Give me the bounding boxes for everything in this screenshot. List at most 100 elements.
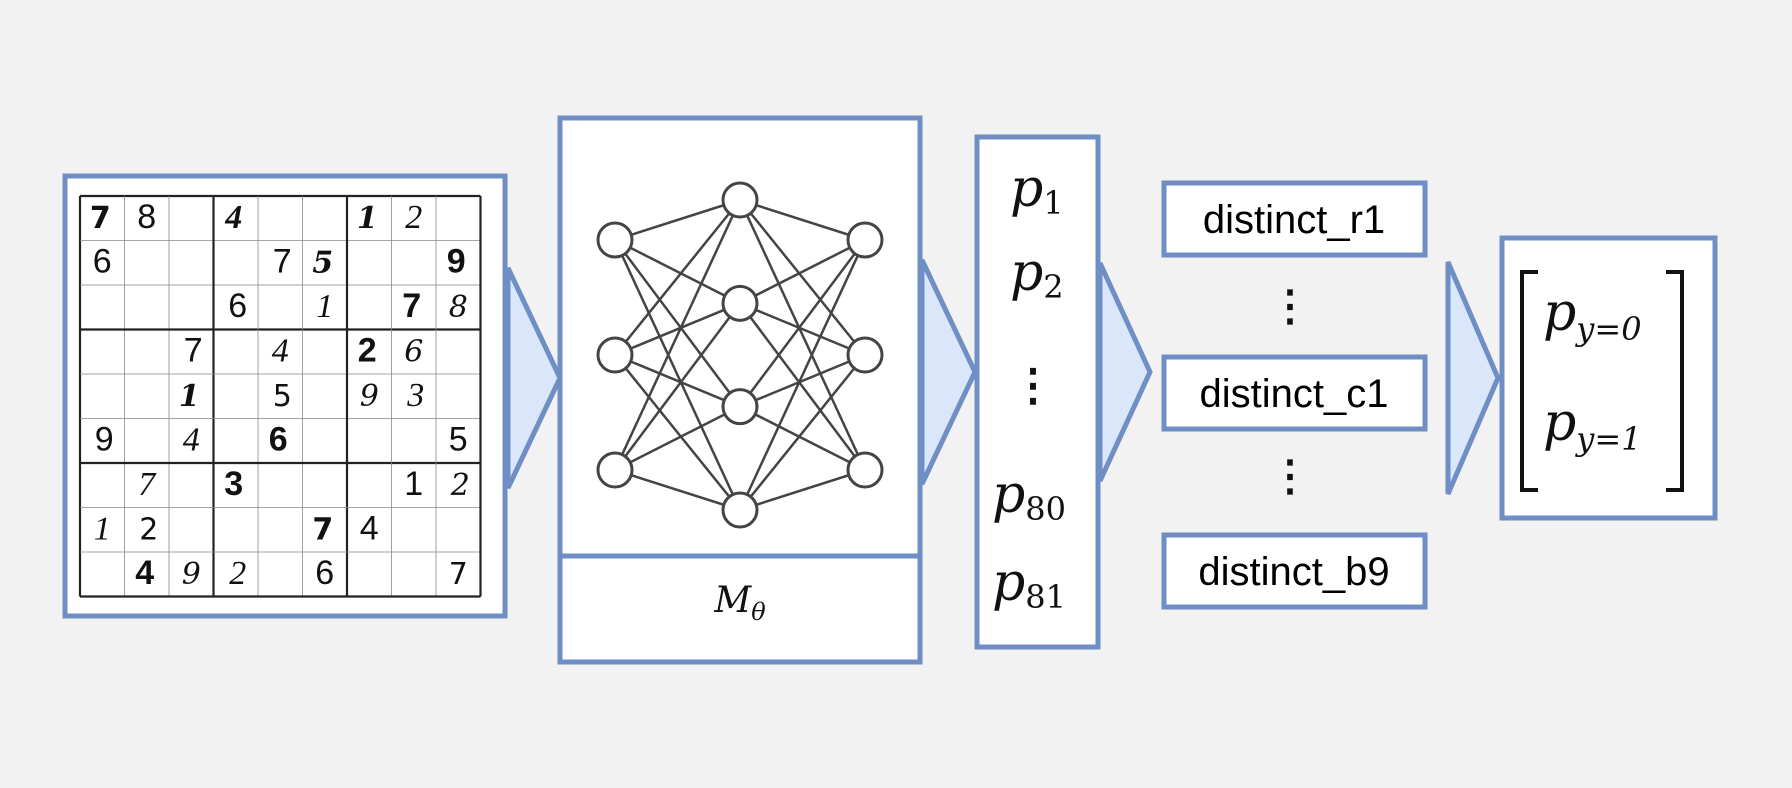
sudoku-digit: 5 [449, 421, 468, 459]
neural-network-icon [596, 181, 884, 529]
constraint-ellipsis-1: ⋮ [1269, 282, 1311, 329]
sudoku-digit: 1 [404, 465, 423, 503]
sudoku-digit: 1 [357, 201, 378, 236]
sudoku-digit: 2 [139, 513, 158, 548]
network-node [721, 181, 759, 219]
arrow-2 [919, 258, 978, 486]
sudoku-box [62, 173, 508, 619]
sudoku-digit: 3 [406, 377, 424, 414]
network-edge [739, 199, 866, 356]
network-node [721, 284, 759, 322]
network-edge [614, 199, 741, 356]
sudoku-digit: 7 [273, 243, 292, 281]
sudoku-digit: 7 [312, 513, 333, 548]
network-edge [614, 354, 741, 511]
network-node [846, 336, 884, 374]
sudoku-digit: 4 [224, 199, 242, 236]
network-edge [614, 239, 741, 408]
sudoku-digit: 9 [360, 379, 379, 414]
network-edge [613, 239, 742, 511]
sudoku-digit: 4 [183, 422, 200, 459]
sudoku-digit: 4 [360, 510, 379, 548]
prob-p1: p1 [1010, 159, 1064, 222]
constraint-label-c1: distinct_c1 [1200, 372, 1389, 416]
output-p-y1: py=1 [1543, 393, 1642, 458]
sudoku-digit: 8 [137, 198, 156, 236]
network-edge [739, 353, 866, 408]
sudoku-digit: 7 [90, 201, 111, 236]
constraint-label-b9: distinct_b9 [1198, 550, 1389, 594]
arrow-1 [505, 266, 563, 490]
network-node [596, 451, 634, 489]
sudoku-digit: 6 [269, 421, 288, 459]
network-edge [614, 302, 741, 471]
prob-p81: p81 [992, 553, 1066, 616]
left-bracket [1520, 270, 1538, 492]
sudoku-digit: 8 [449, 290, 468, 325]
sudoku-digit: 7 [449, 557, 468, 592]
network-edge [738, 199, 867, 471]
sudoku-digit: 6 [404, 335, 423, 370]
network-edge [614, 302, 741, 357]
sudoku-digit: 5 [273, 379, 292, 414]
sudoku-digit: 1 [179, 379, 200, 414]
sudoku-digit: 3 [224, 465, 243, 503]
sudoku-digit: 9 [95, 421, 114, 459]
network-edge [614, 198, 741, 242]
network-edge [738, 239, 867, 511]
probabilities-column: p1 p2 ⋮ p80 p81 [974, 134, 1101, 650]
sudoku-digit: 7 [184, 332, 203, 370]
network-node [721, 388, 759, 426]
constraint-ellipsis-2: ⋮ [1269, 452, 1311, 499]
sudoku-digit: 4 [272, 333, 289, 370]
network-edge [614, 405, 741, 472]
sudoku-digit: 9 [447, 243, 466, 281]
sudoku-digit: 6 [93, 243, 112, 281]
sudoku-digit: 2 [450, 468, 470, 503]
sudoku-digit: 7 [402, 287, 421, 325]
model-label-box [557, 553, 923, 665]
network-edge [614, 353, 741, 408]
constraint-box-b9 [1161, 532, 1428, 610]
network-edge [739, 354, 866, 511]
sudoku-digit: 9 [182, 557, 201, 592]
probabilities-box [974, 134, 1101, 650]
sudoku-digit: 1 [316, 288, 333, 325]
constraints-column: distinct_r1 ⋮ distinct_c1 ⋮ distinct_b9 [1161, 180, 1428, 610]
output-vector: py=0 py=1 [1499, 235, 1718, 521]
sudoku-digit: 4 [135, 554, 154, 592]
sudoku-digit: 2 [405, 199, 422, 236]
arrows [505, 258, 1501, 495]
network-edge [614, 238, 741, 305]
arrow-3 [1097, 261, 1153, 483]
network-node [846, 221, 884, 259]
network-node [846, 451, 884, 489]
network-edge [613, 199, 742, 471]
constraint-box-r1 [1161, 180, 1428, 258]
network-edge [739, 468, 866, 512]
network-edge [614, 468, 741, 512]
network-node [721, 491, 759, 529]
network-edge [739, 198, 866, 242]
constraint-label-r1: distinct_r1 [1203, 198, 1385, 242]
sudoku-digit: 7 [138, 466, 157, 503]
output-p-y0: py=0 [1543, 283, 1642, 348]
output-box [1499, 235, 1718, 521]
sudoku-digit: 6 [228, 287, 247, 325]
prob-p2: p2 [1010, 243, 1064, 306]
constraint-box-c1 [1161, 354, 1428, 432]
sudoku-digit: 2 [229, 555, 246, 592]
network-edge [739, 302, 866, 471]
network-node [596, 336, 634, 374]
network-edge [739, 238, 866, 305]
prob-ellipsis: ⋮ [1011, 361, 1055, 410]
sudoku-digit: 1 [94, 511, 111, 548]
network-edge [739, 239, 866, 408]
model-label-sub: θ [751, 598, 766, 626]
network-edge [739, 302, 866, 357]
model-label-base: M [713, 580, 752, 621]
network-node [596, 221, 634, 259]
